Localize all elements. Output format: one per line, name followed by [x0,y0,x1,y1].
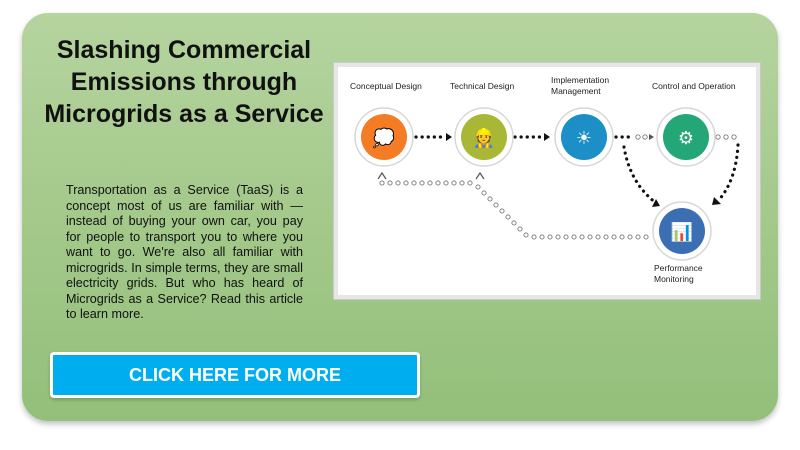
stage-4: ⚙ Control and Operation [652,81,736,167]
click-here-button[interactable]: CLICK HERE FOR MORE [50,352,420,398]
thought-bubble-icon: 💭 [373,127,395,149]
process-diagram-svg: 💭 Conceptual Design 👷 Technical Design ☀ Impl… [350,75,740,284]
stage-1: 💭 Conceptual Design [350,81,422,167]
network-gear-icon: ⚙ [678,128,694,149]
stage-label: Monitoring [654,274,694,284]
engineer-at-desk-icon: 👷 [473,127,495,149]
stage-disc [561,114,607,160]
stage-label: Performance [654,263,703,273]
stage-nodes: 💭 Conceptual Design 👷 Technical Design ☀ Impl… [350,75,736,284]
solar-panel-wind-turbine-icon: ☀ [576,128,592,149]
stage-disc [361,114,407,160]
charts-icon: 📊 [671,221,693,243]
process-diagram: 💭 Conceptual Design 👷 Technical Design ☀ Impl… [333,62,761,300]
stage-label: Implementation [551,75,609,85]
stage-disc [461,114,507,160]
stage-2: 👷 Technical Design [450,81,515,167]
stage-label: Management [551,86,601,96]
promo-title: Slashing Commercial Emissions through Mi… [44,36,324,128]
stage-disc [663,114,709,160]
stage-disc [659,208,705,254]
stage-label: Conceptual Design [350,81,422,91]
stage-label: Control and Operation [652,81,736,91]
promo-description: Transportation as a Service (TaaS) is a … [66,183,303,321]
flow-connectors [377,133,740,240]
stage-label: Technical Design [450,81,515,91]
